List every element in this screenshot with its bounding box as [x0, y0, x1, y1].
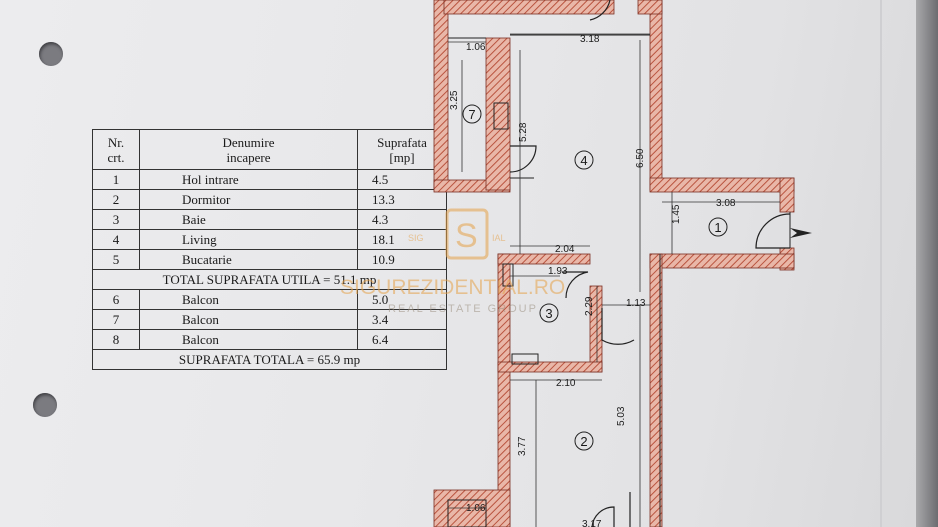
dimension-label: 1.13	[626, 298, 646, 309]
walls	[433, 0, 795, 527]
balcony-outline	[447, 499, 487, 527]
wall	[497, 253, 591, 265]
dimension-label: 3.25	[449, 90, 460, 110]
dimension-label: 1.06	[466, 503, 486, 514]
wall	[485, 37, 511, 191]
room-number-circle	[539, 303, 559, 323]
watermark-tagline: REAL ESTATE GROUP	[388, 303, 538, 315]
dimension-label: 2.10	[556, 378, 576, 389]
door-arc	[589, 0, 611, 21]
dimension-label: 3.08	[716, 198, 736, 209]
wall	[649, 253, 795, 269]
wall	[433, 0, 449, 191]
room-area: 5.0	[357, 289, 447, 310]
dimension-lines	[448, 33, 780, 527]
dimension-label: 1.93	[548, 266, 568, 277]
wall	[433, 489, 511, 527]
wall	[649, 177, 795, 193]
dimension-label: 3.18	[580, 34, 600, 45]
watermark-logo-icon	[445, 208, 489, 260]
wall	[443, 0, 615, 15]
room-area: 3.4	[357, 309, 447, 330]
room-labels: 7 4 1 3 2	[462, 104, 728, 451]
door-arc	[509, 145, 537, 173]
wall	[779, 177, 795, 213]
door-arc	[591, 506, 615, 527]
dimension-label: 5.28	[518, 122, 529, 142]
dimension-label: 5.03	[616, 406, 627, 426]
wall	[649, 0, 663, 191]
wall	[497, 361, 603, 373]
room-number-circle	[574, 150, 594, 170]
bathroom-fixture	[511, 353, 539, 365]
header-nr: Nr.crt.	[92, 129, 140, 170]
watermark-small-right: IAL	[492, 233, 506, 243]
dimension-label: 3.17	[582, 519, 602, 527]
dimension-label: 6.50	[635, 148, 646, 168]
total-area: SUPRAFATA TOTALA = 65.9 mp	[92, 349, 447, 370]
room-name: Hol intrare	[139, 169, 358, 190]
watermark-brand: SIGUREZIDENTIAL.RO	[340, 276, 565, 299]
room-number-circle	[462, 104, 482, 124]
entrance-arrow-icon	[790, 228, 812, 238]
room-number-circle	[708, 217, 728, 237]
kitchen-fixture	[493, 102, 509, 130]
total-useful: TOTAL SUPRAFATA UTILA = 51.1 mp	[92, 269, 447, 290]
interior-lines	[447, 34, 791, 527]
total-row: SUPRAFATA TOTALA = 65.9 mp	[92, 349, 447, 370]
watermark-small-left: SIG	[408, 233, 424, 243]
binder-hole-icon	[39, 42, 63, 66]
sheet-edge	[916, 0, 938, 527]
dimension-label: 2.29	[584, 296, 595, 316]
sheet-fold	[880, 0, 882, 527]
door-arc	[562, 271, 589, 299]
watermark-logo-letter: S	[455, 217, 478, 255]
dimension-label: 3.77	[517, 436, 528, 456]
total-useful-row: TOTAL SUPRAFATA UTILA = 51.1 mp	[92, 269, 447, 290]
dimension-labels: 1.06 3.18 3.25 5.28 6.50 3.08 1.45 2.04 1.93 2.29…	[449, 34, 736, 527]
header-area: Suprafata[mp]	[357, 129, 447, 170]
room-number: 2	[580, 434, 587, 449]
watermark: S SIG IAL SIGUREZIDENTIAL.RO REAL ESTATE…	[340, 208, 565, 315]
binder-hole-icon	[33, 393, 57, 417]
wall	[649, 253, 663, 527]
room-number-circle	[574, 431, 594, 451]
wall	[637, 0, 663, 15]
bathroom-fixture	[502, 263, 514, 287]
room-number: 7	[468, 107, 475, 122]
room-number: 1	[714, 220, 721, 235]
dimension-label: 1.45	[671, 204, 682, 224]
room-number: 4	[580, 153, 587, 168]
dimension-label: 2.04	[555, 244, 575, 255]
room-number: 3	[545, 306, 552, 321]
dimension-label: 1.06	[466, 42, 486, 53]
doors	[509, 0, 791, 527]
entrance-door-arc	[755, 213, 791, 249]
door-arc	[601, 308, 635, 345]
